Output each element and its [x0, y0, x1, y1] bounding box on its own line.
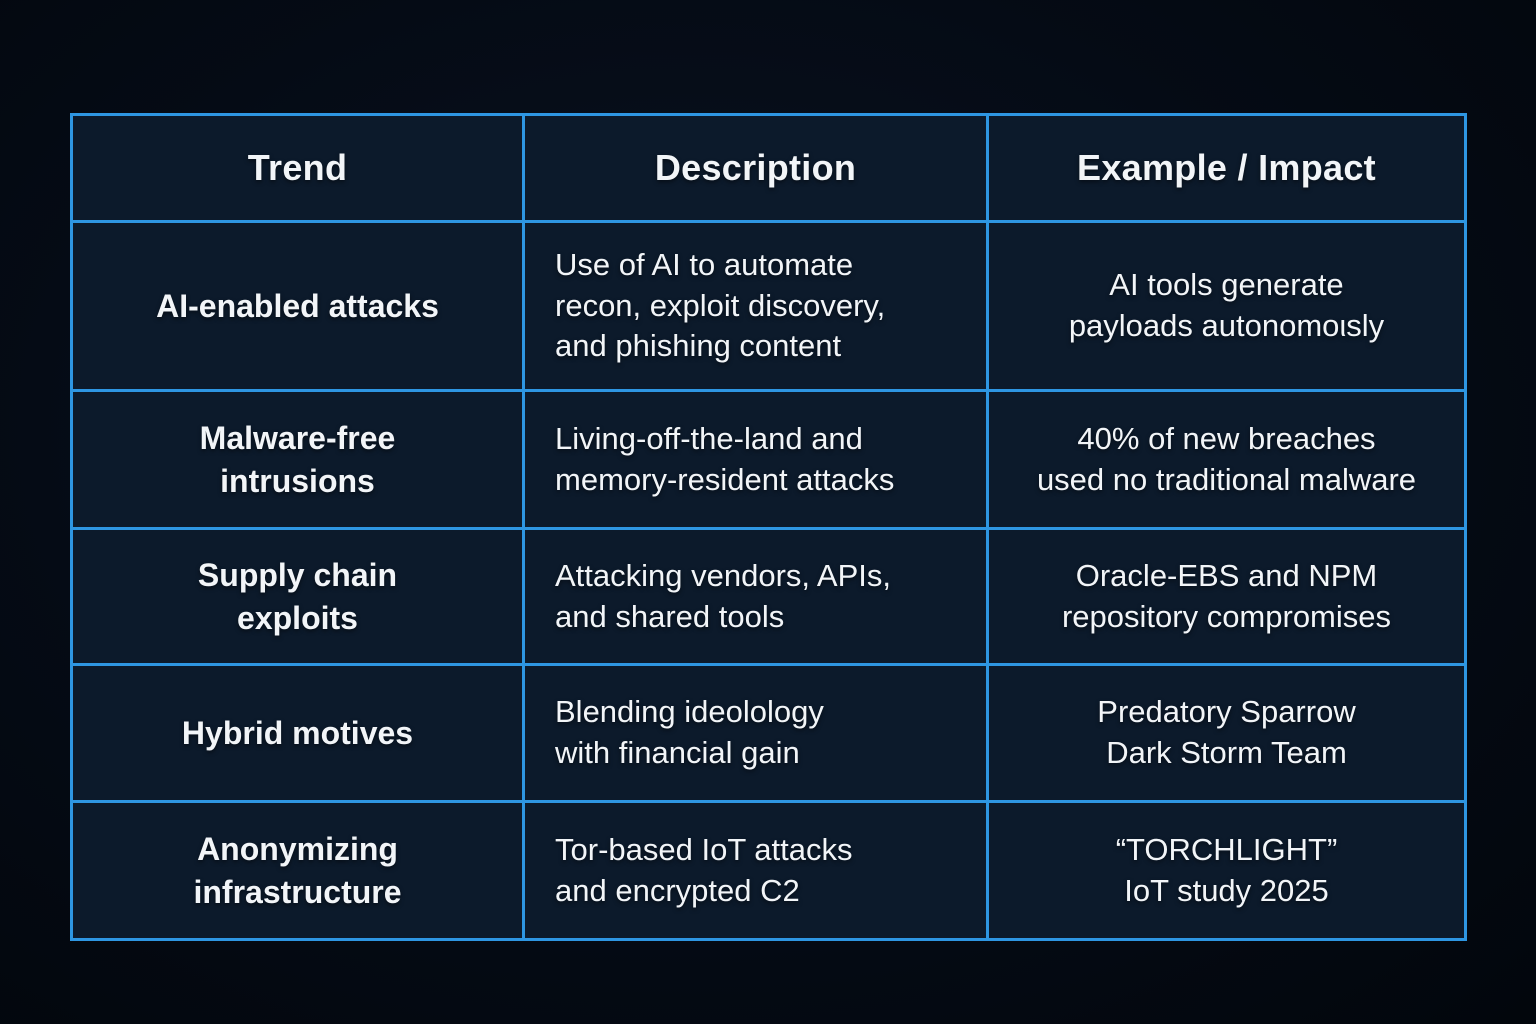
table-row: Hybrid motives Blending ideolology with …: [70, 663, 1467, 803]
trend-cell: Malware-free intrusions: [70, 389, 525, 530]
header-row: Trend Description Example / Impact: [70, 113, 1467, 223]
header-cell-example-impact: Example / Impact: [986, 113, 1467, 223]
example-cell: AI tools generate payloads autonomoιsly: [986, 220, 1467, 392]
example-cell: “TORCHLIGHT” IoT study 2025: [986, 800, 1467, 941]
description-cell: Living-off-the-land and memory-resident …: [522, 389, 989, 530]
header-cell-trend: Trend: [70, 113, 525, 223]
table-row: Supply chain exploits Attacking vendors,…: [70, 527, 1467, 666]
example-cell: 40% of new breaches used no traditional …: [986, 389, 1467, 530]
trend-cell: AI-enabled attacks: [70, 220, 525, 392]
table-row: AI-enabled attacks Use of AI to automate…: [70, 220, 1467, 392]
trend-cell: Supply chain exploits: [70, 527, 525, 666]
table-row: Anonymizing infrastructure Tor-based IoT…: [70, 800, 1467, 941]
description-cell: Tor-based IoT attacks and encrypted C2: [522, 800, 989, 941]
trend-cell: Anonymizing infrastructure: [70, 800, 525, 941]
description-cell: Attacking vendors, APIs, and shared tool…: [522, 527, 989, 666]
header-cell-description: Description: [522, 113, 989, 223]
description-cell: Blending ideolology with financial gain: [522, 663, 989, 803]
example-cell: Predatory Sparrow Dark Storm Team: [986, 663, 1467, 803]
trends-table: Trend Description Example / Impact AI-en…: [70, 113, 1467, 941]
trends-table-container: Trend Description Example / Impact AI-en…: [70, 113, 1467, 941]
table-row: Malware-free intrusions Living-off-the-l…: [70, 389, 1467, 530]
description-cell: Use of AI to automate recon, exploit dis…: [522, 220, 989, 392]
example-cell: Oracle-EBS and NPM repository compromise…: [986, 527, 1467, 666]
trend-cell: Hybrid motives: [70, 663, 525, 803]
